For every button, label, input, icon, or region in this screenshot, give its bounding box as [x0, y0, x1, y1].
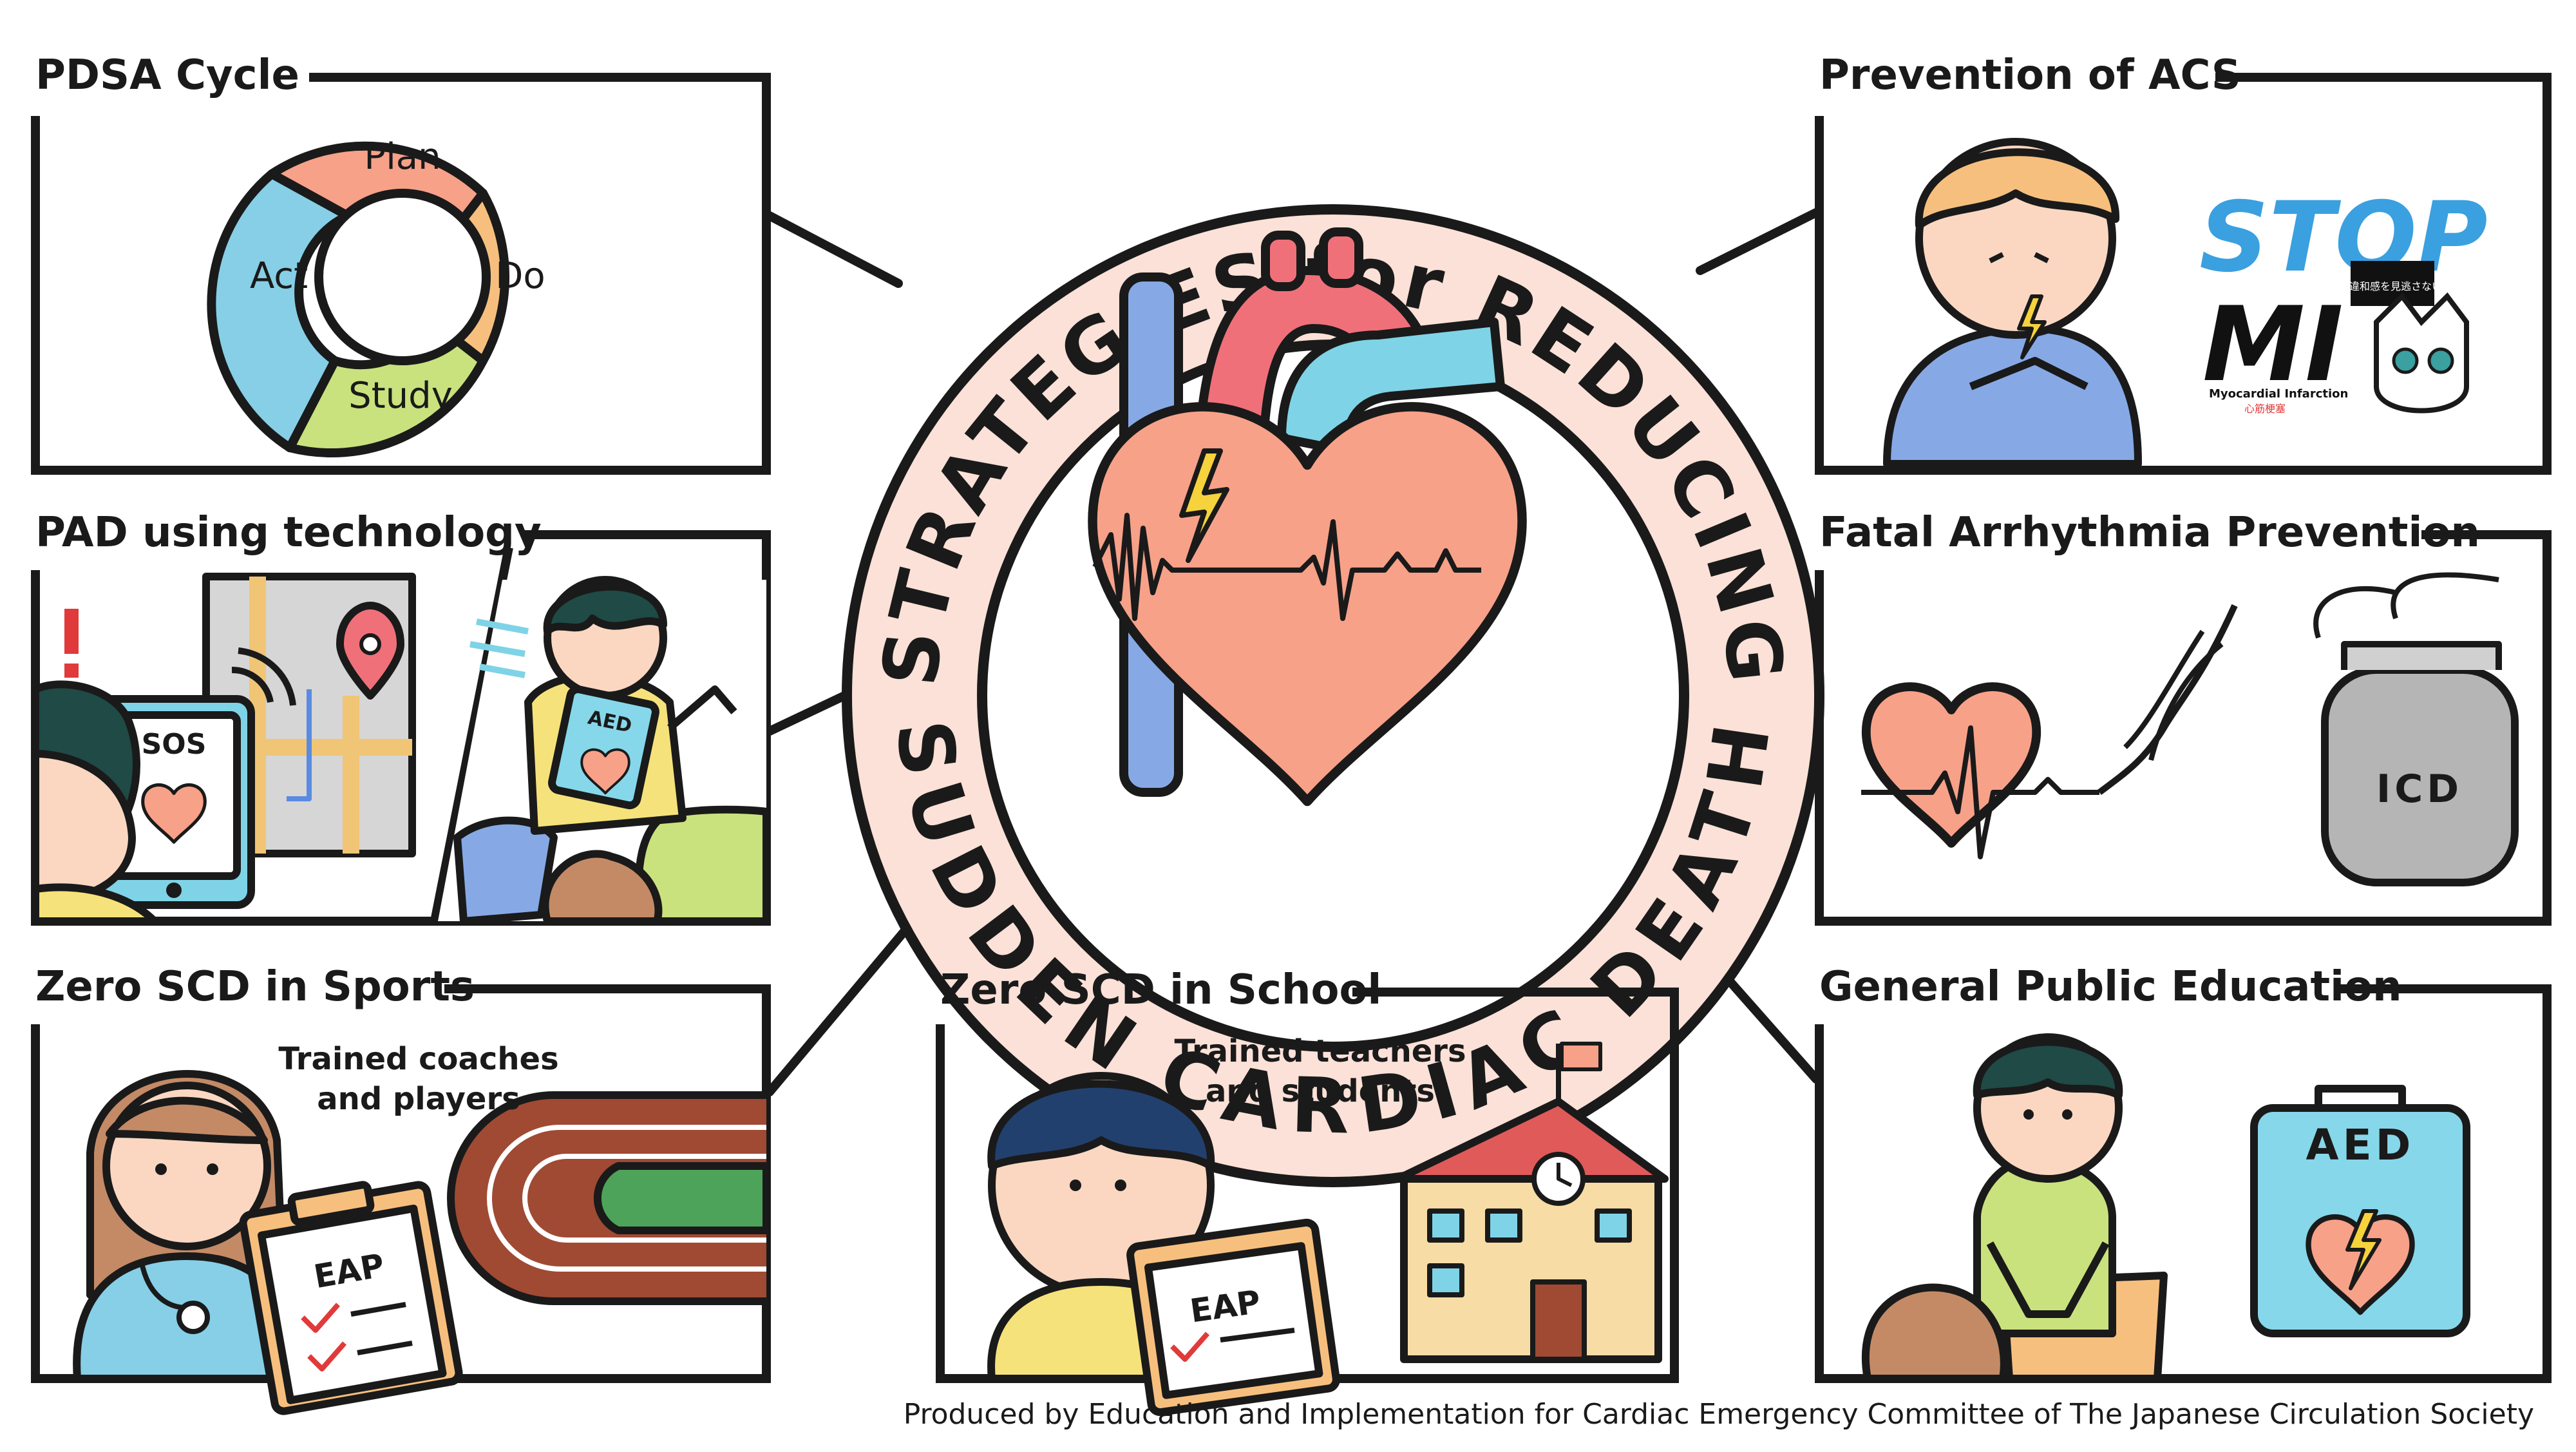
dna-icon — [2123, 629, 2224, 761]
school-caption-line1: Trained teachers — [1174, 1033, 1466, 1069]
pdsa-segment-act — [207, 169, 352, 452]
logo-mi-text: MI — [2202, 284, 2344, 405]
icd-label: ICD — [2376, 767, 2463, 812]
panel-title-sports: Zero SCD in Sports — [35, 963, 475, 1011]
school-door — [1530, 1279, 1587, 1362]
track-field — [593, 1162, 770, 1234]
logo-sub-en: Myocardial Infarction — [2209, 387, 2348, 401]
patient-head — [1861, 1283, 2008, 1382]
panel-title-education: General Public Education — [1819, 963, 2402, 1011]
pad-illustration — [32, 546, 770, 925]
heart-illustration — [1093, 227, 1522, 801]
logo-sub-jp: 心筋梗塞 — [2244, 403, 2286, 415]
sports-illustration — [73, 1070, 770, 1415]
panel-title-school: Zero SCD in School — [940, 966, 1381, 1014]
education-illustration — [1861, 1033, 2470, 1382]
ecg-line — [1092, 513, 1481, 621]
stop-mi-logo: STOP MI 体の違和感を見逃さないで! Myocardial Infarct… — [2199, 182, 2488, 415]
carried-aed — [548, 685, 659, 810]
panel-title-acs: Prevention of ACS — [1819, 52, 2241, 99]
panel-title-pdsa: PDSA Cycle — [35, 52, 299, 99]
school-flag — [1560, 1042, 1602, 1071]
footer-credit: Produced by Education and Implementation… — [904, 1398, 2534, 1431]
pdsa-label-study: Study — [348, 375, 453, 417]
bolt-icon — [1179, 448, 1229, 563]
center-emblem: STRATEGIES for REDUCING SUDDEN CARDIAC D… — [842, 204, 1824, 1187]
aed-bolt-icon — [2345, 1209, 2382, 1290]
arrhythmia-heart-icon — [1866, 687, 2037, 843]
pdsa-label-act: Act — [250, 255, 308, 297]
sos-label: SOS — [142, 728, 207, 761]
school-caption-line2: and students — [1206, 1073, 1435, 1109]
collapsed-person — [541, 850, 663, 925]
pdsa-label-plan: Plan — [364, 136, 440, 178]
logo-stop-text: STOP — [2199, 182, 2488, 294]
panel-title-pad: PAD using technology — [35, 509, 542, 557]
sports-caption-line2: and players — [317, 1081, 520, 1117]
arrhythmia-illustration — [1861, 572, 2519, 886]
education-aed-label: AED — [2306, 1120, 2415, 1170]
student-hair — [987, 1080, 1215, 1170]
logo-jp-tagline: 体の違和感を見逃さないで! — [2329, 280, 2456, 292]
cat-mascot-icon — [2374, 292, 2469, 414]
whistle-icon — [176, 1301, 210, 1334]
pdsa-label-do: Do — [495, 255, 545, 297]
school-illustration — [987, 1042, 1669, 1417]
pdsa-cycle — [207, 141, 509, 458]
chest-pain-bolt-icon — [2017, 294, 2047, 359]
signal-icon — [231, 647, 296, 706]
acs-illustration — [1883, 138, 2142, 468]
sports-caption-line1: Trained coaches — [278, 1041, 558, 1077]
panel-title-arrhythmia: Fatal Arrhythmia Prevention — [1819, 509, 2480, 557]
alert-icon — [64, 609, 79, 654]
lead-wire — [2098, 604, 2238, 796]
